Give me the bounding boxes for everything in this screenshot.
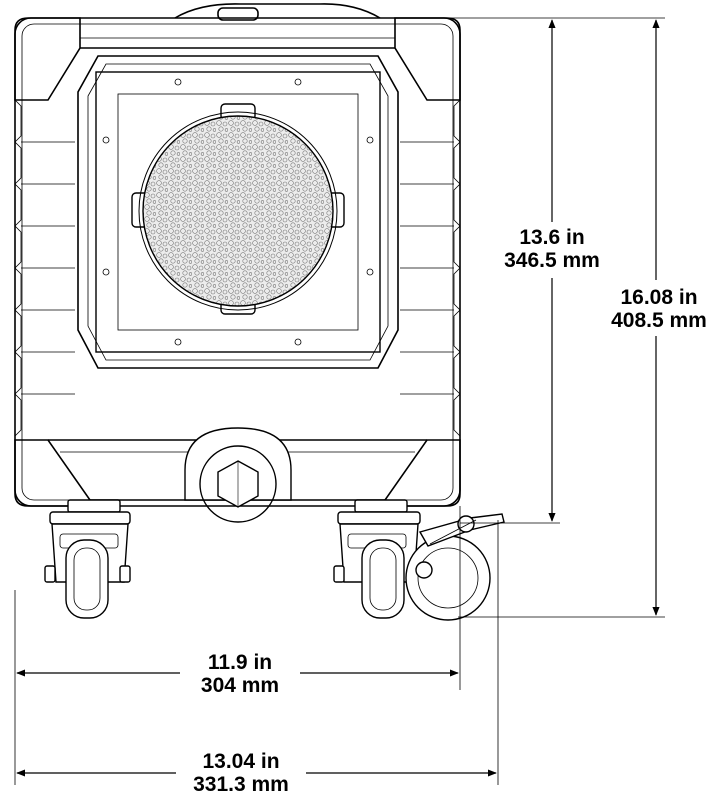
drain-plug <box>184 427 292 523</box>
side-ribs <box>14 99 461 437</box>
height-upper-inches: 13.6 in <box>519 226 585 249</box>
width-body-inches: 11.9 in <box>207 651 273 674</box>
width-total-mm: 331.3 mm <box>193 773 289 796</box>
dimension-lines <box>14 17 665 785</box>
mounting-plate <box>95 71 381 353</box>
left-caster <box>44 499 131 619</box>
width-body-label: 11.9 in 304 mm <box>180 651 300 697</box>
height-upper-label: 13.6 in 346.5 mm <box>492 226 612 272</box>
height-total-inches: 16.08 in <box>620 286 698 309</box>
front-bezel <box>77 55 399 369</box>
height-upper-mm: 346.5 mm <box>504 249 600 272</box>
foam-filter <box>131 103 345 315</box>
height-total-label: 16.08 in 408.5 mm <box>598 286 720 332</box>
width-total-label: 13.04 in 331.3 mm <box>176 750 306 796</box>
width-body-mm: 304 mm <box>200 674 280 697</box>
screws <box>102 78 374 346</box>
right-caster <box>333 499 505 621</box>
height-total-mm: 408.5 mm <box>611 309 707 332</box>
width-total-inches: 13.04 in <box>202 750 280 773</box>
